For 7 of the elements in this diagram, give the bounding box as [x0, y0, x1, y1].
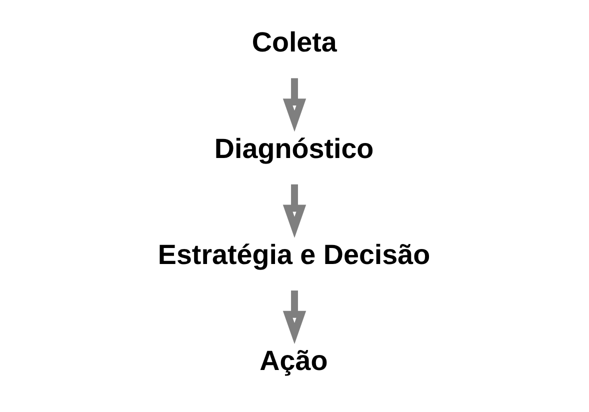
- arrow: [282, 290, 306, 344]
- node-text: Diagnóstico: [214, 132, 374, 164]
- arrow: [282, 78, 306, 132]
- node-text: Ação: [260, 345, 328, 376]
- node-text: Coleta: [252, 26, 337, 58]
- node-text: Estratégia e Decisão: [158, 238, 430, 270]
- arrow: [282, 184, 306, 238]
